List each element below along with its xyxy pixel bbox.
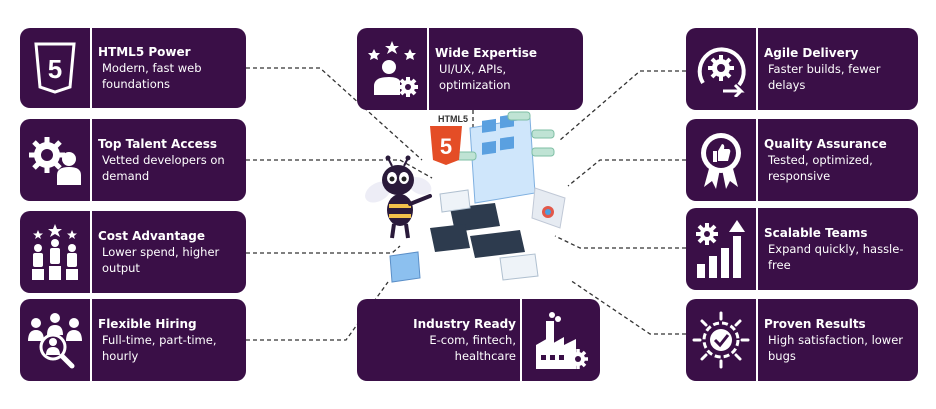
card-title: Scalable Teams — [764, 225, 868, 240]
checkmark-badge-icon — [686, 299, 758, 381]
card-desc: Faster builds, fewer delays — [768, 61, 881, 92]
connector-scalable — [554, 235, 686, 249]
bee-mascot-icon — [365, 155, 432, 239]
card-proven-results: Proven Results High satisfaction, lower … — [686, 299, 918, 381]
card-wide-expertise: Wide Expertise UI/UX, APIs, optimization — [357, 28, 583, 110]
card-desc: Full-time, part-time, hourly — [102, 332, 217, 363]
gear-cycle-arrow-icon — [686, 28, 758, 110]
center-illustration: HTML5 5 — [365, 111, 566, 283]
card-industry-ready: Industry Ready E-com, fintech, healthcar… — [357, 299, 600, 381]
card-cost-advantage: Cost Advantage Lower spend, higher outpu… — [20, 211, 246, 293]
card-title: Cost Advantage — [98, 228, 206, 243]
growth-bars-gear-icon — [686, 208, 758, 290]
card-desc: E-com, fintech, healthcare — [429, 332, 516, 363]
card-title: Industry Ready — [413, 316, 516, 331]
person-stars-gear-icon — [357, 28, 429, 110]
people-magnifier-icon — [20, 299, 92, 381]
card-desc: Vetted developers on demand — [102, 152, 225, 183]
card-title: Wide Expertise — [435, 45, 537, 60]
card-desc: Lower spend, higher output — [102, 244, 220, 275]
gear-person-icon — [20, 119, 92, 201]
connector-html5 — [246, 67, 423, 161]
card-title: Flexible Hiring — [98, 316, 197, 331]
card-desc: Tested, optimized, responsive — [768, 152, 873, 183]
card-agile-delivery: Agile Delivery Faster builds, fewer dela… — [686, 28, 918, 110]
card-quality-assurance: Quality Assurance Tested, optimized, res… — [686, 119, 918, 201]
card-scalable-teams: Scalable Teams Expand quickly, hassle-fr… — [686, 208, 918, 290]
connector-top-talent — [246, 159, 433, 179]
card-desc: Modern, fast web foundations — [102, 60, 202, 91]
card-title: Proven Results — [764, 316, 866, 331]
card-desc: UI/UX, APIs, optimization — [439, 61, 511, 92]
svg-text:5: 5 — [440, 134, 452, 159]
card-html5-power: 5 HTML5 Power Modern, fast web foundatio… — [20, 28, 246, 108]
card-title: HTML5 Power — [98, 44, 191, 59]
card-flexible-hiring: Flexible Hiring Full-time, part-time, ho… — [20, 299, 246, 381]
thumbs-up-badge-icon — [686, 119, 758, 201]
card-title: Top Talent Access — [98, 136, 217, 151]
label-chips — [455, 111, 555, 161]
connector-agile — [559, 70, 686, 141]
team-podium-icon — [20, 211, 92, 293]
factory-gear-icon — [520, 299, 600, 381]
svg-text:5: 5 — [48, 54, 62, 84]
svg-text:HTML5: HTML5 — [438, 114, 468, 124]
connector-qa — [567, 159, 686, 187]
html5-shield-icon: 5 — [20, 28, 92, 108]
card-desc: Expand quickly, hassle-free — [768, 241, 904, 272]
card-title: Quality Assurance — [764, 136, 887, 151]
card-desc: High satisfaction, lower bugs — [768, 332, 904, 363]
code-panel — [389, 187, 566, 283]
html5-badge-icon: HTML5 5 — [430, 114, 468, 165]
card-title: Agile Delivery — [764, 45, 859, 60]
dashboard-panel — [469, 114, 536, 204]
connector-proven — [569, 279, 686, 335]
card-top-talent: Top Talent Access Vetted developers on d… — [20, 119, 246, 201]
